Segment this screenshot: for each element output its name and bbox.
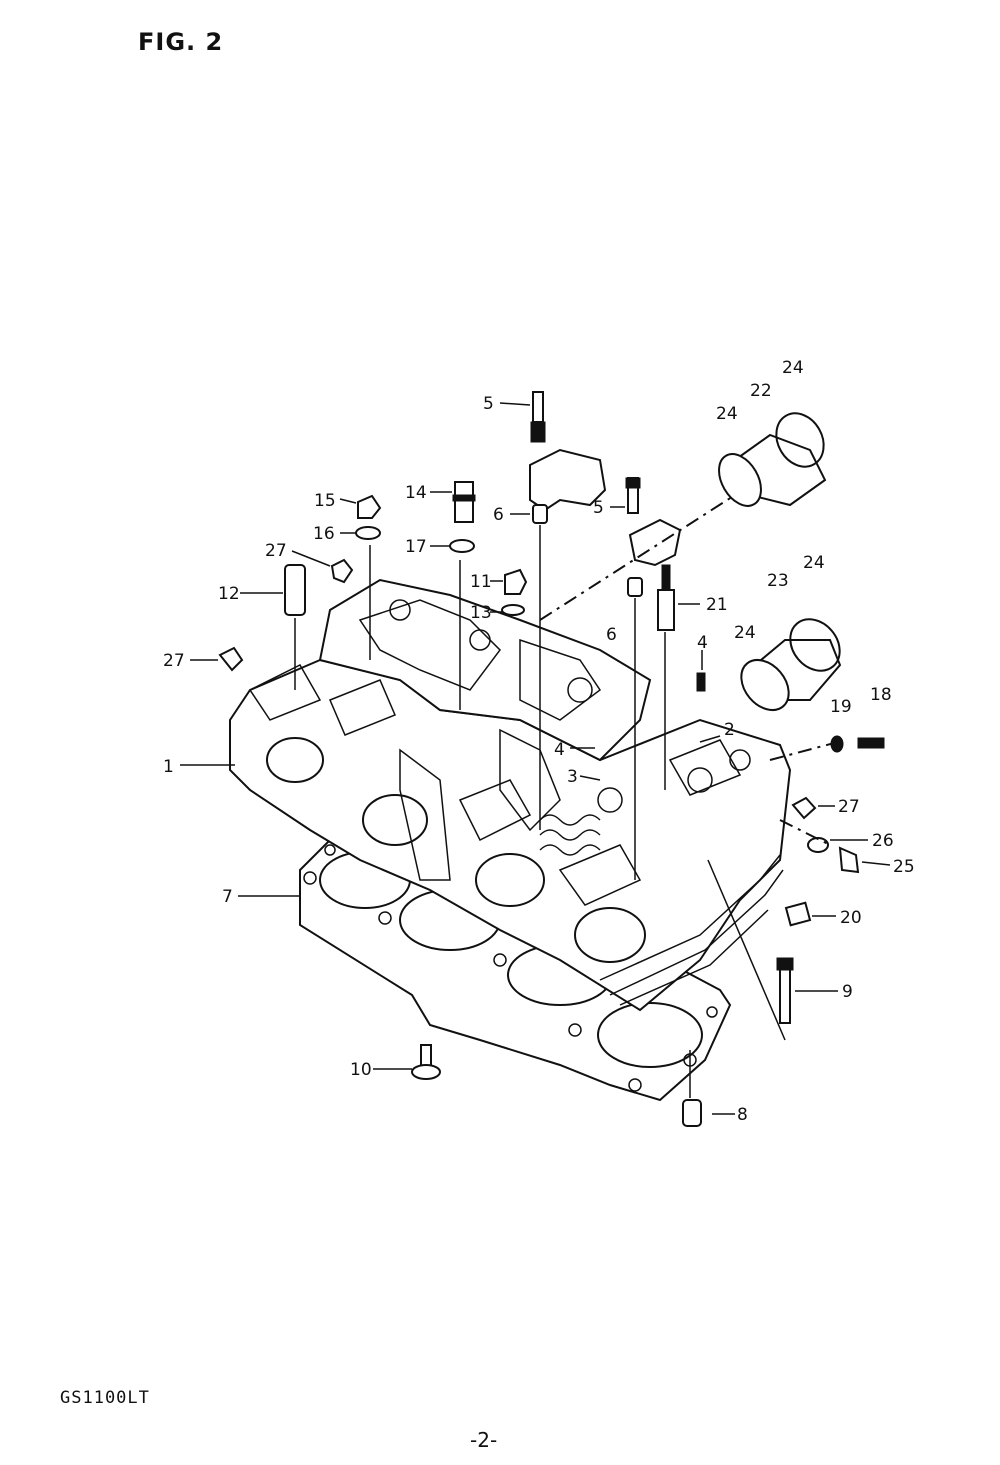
- callout-14: 14: [405, 483, 427, 503]
- callout-24: 24: [734, 623, 756, 643]
- callout-27: 27: [838, 797, 860, 817]
- callout-2: 2: [724, 720, 735, 740]
- callout-26: 26: [872, 831, 894, 851]
- callout-20: 20: [840, 908, 862, 928]
- cylinder-head: [229, 578, 792, 1012]
- callout-27: 27: [163, 651, 185, 671]
- callout-4: 4: [697, 633, 708, 653]
- callout-24: 24: [782, 358, 804, 378]
- callout-1: 1: [163, 757, 174, 777]
- callout-6: 6: [606, 625, 617, 645]
- callout-22: 22: [750, 381, 772, 401]
- callout-17: 17: [405, 537, 427, 557]
- parts: [218, 391, 885, 1127]
- callout-24: 24: [716, 404, 738, 424]
- callout-5: 5: [593, 498, 604, 518]
- callout-4: 4: [554, 740, 565, 760]
- figure-title: FIG. 2: [138, 28, 224, 56]
- model-code: GS1100LT: [60, 1388, 150, 1408]
- callout-12: 12: [218, 584, 240, 604]
- callout-13: 13: [470, 603, 492, 623]
- callout-8: 8: [737, 1105, 748, 1125]
- callout-5: 5: [483, 394, 494, 414]
- callout-19: 19: [830, 697, 852, 717]
- leader-lines: [180, 402, 891, 1115]
- callout-7: 7: [222, 887, 233, 907]
- callout-3: 3: [567, 767, 578, 787]
- callout-11: 11: [470, 572, 492, 592]
- callout-9: 9: [842, 982, 853, 1002]
- callout-24: 24: [803, 553, 825, 573]
- page-number: -2-: [470, 1428, 498, 1452]
- callout-25: 25: [893, 857, 915, 877]
- callout-6: 6: [493, 505, 504, 525]
- callout-15: 15: [314, 491, 336, 511]
- callout-16: 16: [313, 524, 335, 544]
- callout-18: 18: [870, 685, 892, 705]
- callout-21: 21: [706, 595, 728, 615]
- callout-27: 27: [265, 541, 287, 561]
- callout-labels: 1 2 3 4 4 5 5 6 6 7 8 9 10 11 12 13 14 1…: [163, 358, 915, 1125]
- callout-10: 10: [350, 1060, 372, 1080]
- callout-23: 23: [767, 571, 789, 591]
